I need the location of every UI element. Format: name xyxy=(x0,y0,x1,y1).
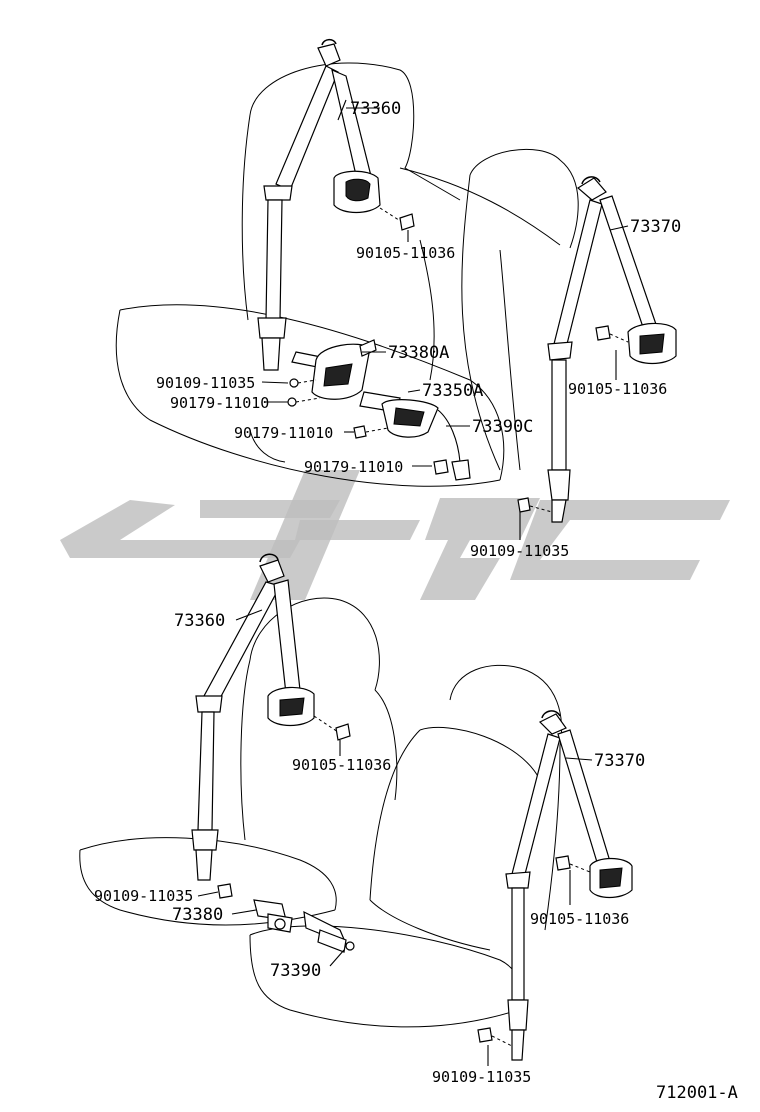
label-rear-73380a: 73380A xyxy=(388,343,449,363)
label-front-73390: 73390 xyxy=(270,961,321,981)
front-right-belt-assembly xyxy=(505,710,633,1061)
label-rear-90179-c: 90179-11010 xyxy=(304,458,403,476)
label-rear-73390c: 73390C xyxy=(472,417,533,437)
rear-seat-outline xyxy=(115,62,579,487)
label-rear-90179-a: 90179-11010 xyxy=(170,394,269,412)
front-left-belt-assembly xyxy=(191,553,315,881)
label-rear-73360: 73360 xyxy=(350,99,401,119)
label-front-90109-a: 90109-11035 xyxy=(94,887,193,905)
front-buckle-73380 xyxy=(253,899,293,933)
label-rear-73370: 73370 xyxy=(630,217,681,237)
rear-leader-lines xyxy=(261,99,629,540)
label-front-90109-b: 90109-11035 xyxy=(432,1068,531,1086)
rear-bolt-90105-b xyxy=(595,325,629,343)
front-bolt-90105-a xyxy=(313,715,351,741)
label-rear-90105-a: 90105-11036 xyxy=(356,244,455,262)
label-front-73360: 73360 xyxy=(174,611,225,631)
label-rear-90109-b: 90109-11035 xyxy=(470,542,569,560)
front-bolt-90105-b xyxy=(555,855,591,873)
label-rear-73350a: 73350A xyxy=(422,381,483,401)
label-front-73380: 73380 xyxy=(172,905,223,925)
rear-bolt-90109-b xyxy=(517,497,553,513)
watermark-logo xyxy=(60,470,730,600)
rear-bolts-90179 xyxy=(287,378,449,475)
part-labels: 73360 73370 90105-11036 73380A 90105-110… xyxy=(94,99,738,1103)
front-bolt-90109-b xyxy=(477,1027,513,1047)
label-front-73370: 73370 xyxy=(594,751,645,771)
front-leader-lines xyxy=(197,609,593,1066)
label-rear-90109-a: 90109-11035 xyxy=(156,374,255,392)
rear-right-belt-assembly xyxy=(547,176,677,523)
front-bolt-90109-a xyxy=(217,883,233,899)
front-buckle-73390 xyxy=(303,910,355,953)
label-rear-90179-b: 90179-11010 xyxy=(234,424,333,442)
label-front-90105-a: 90105-11036 xyxy=(292,756,391,774)
rear-left-belt-assembly xyxy=(257,38,381,371)
label-rear-90105-b: 90105-11036 xyxy=(568,380,667,398)
diagram-id: 712001-A xyxy=(656,1083,738,1103)
label-front-90105-b: 90105-11036 xyxy=(530,910,629,928)
rear-bolt-90105-a xyxy=(379,207,415,242)
